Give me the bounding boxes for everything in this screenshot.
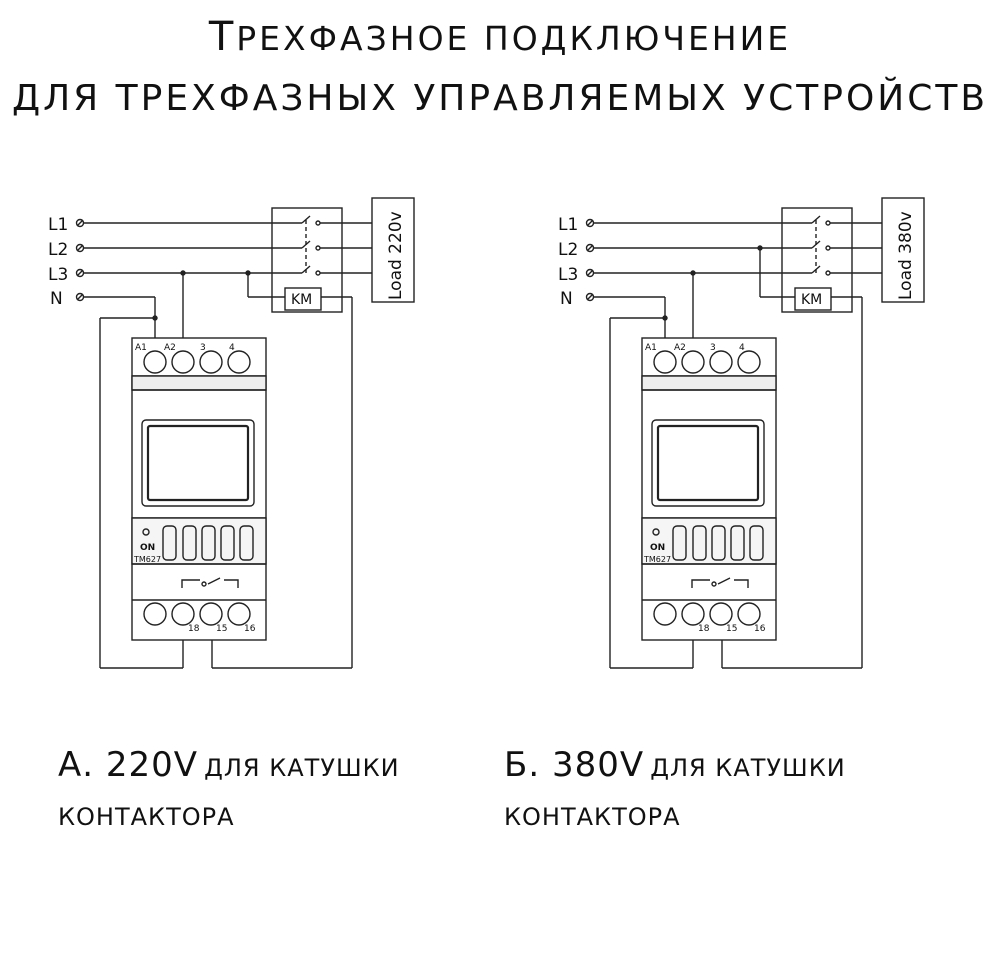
line-label-l3: L3 (48, 265, 68, 285)
km-label: KM (801, 292, 822, 308)
load-label: Load 220v (386, 211, 406, 300)
terminal-3: 3 (710, 343, 716, 353)
terminal-a1: A1 (645, 343, 657, 353)
on-label: ON (650, 543, 665, 553)
terminal-a2: A2 (164, 343, 176, 353)
contactor-contacts (811, 215, 882, 276)
km-coil (794, 287, 832, 311)
page-title-line1: ТРЕХФАЗНОЕ ПОДКЛЮЧЕНИЕ (0, 14, 1000, 60)
device-model: TM627 (643, 555, 671, 564)
line-label-l2: L2 (558, 240, 578, 260)
caption-small: ДЛЯ КАТУШКИ (204, 754, 400, 782)
timer-device (131, 337, 267, 641)
terminal-4: 4 (739, 343, 745, 353)
terminal-15: 15 (216, 624, 227, 634)
load-box (371, 197, 415, 303)
caption-main: Б. 380V (504, 745, 645, 785)
page-title-line2: ДЛЯ ТРЕХФАЗНЫХ УПРАВЛЯЕМЫХ УСТРОЙСТВ (11, 78, 989, 119)
caption-line2: КОНТАКТОРА (58, 803, 235, 831)
line-label-l1: L1 (558, 215, 578, 235)
line-label-n: N (50, 289, 63, 309)
terminal-a1: A1 (135, 343, 147, 353)
km-label: KM (291, 292, 312, 308)
caption-220v: А. 220V ДЛЯ КАТУШКИ КОНТАКТОРА (58, 745, 400, 831)
timer-device (641, 337, 777, 641)
terminal-15: 15 (726, 624, 737, 634)
caption-line2: КОНТАКТОРА (504, 803, 681, 831)
terminal-18: 18 (698, 624, 710, 634)
title-initial: Т (208, 14, 237, 60)
contactor-box (781, 207, 853, 313)
title-rest: РЕХФАЗНОЕ ПОДКЛЮЧЕНИЕ (236, 19, 792, 58)
line-terminal-screws (75, 218, 85, 302)
line-label-l1: L1 (48, 215, 68, 235)
terminal-a2: A2 (674, 343, 686, 353)
caption-380v: Б. 380V ДЛЯ КАТУШКИ КОНТАКТОРА (504, 745, 846, 831)
caption-main: А. 220V (58, 745, 199, 785)
device-model: TM627 (133, 555, 161, 564)
line-label-l2: L2 (48, 240, 68, 260)
contactor-box (271, 207, 343, 313)
line-terminal-screws (585, 218, 595, 302)
diagram-body (585, 197, 925, 669)
terminal-18: 18 (188, 624, 200, 634)
line-label-n: N (560, 289, 573, 309)
diagram-body (75, 197, 415, 669)
load-label: Load 380v (896, 211, 916, 300)
contactor-contacts (301, 215, 372, 276)
wiring-diagram-380v: L1 L2 L3 N Load 380v KM A1 A2 3 4 ON TM6… (558, 197, 925, 669)
terminal-4: 4 (229, 343, 235, 353)
on-label: ON (140, 543, 155, 553)
terminal-16: 16 (754, 624, 766, 634)
caption-small: ДЛЯ КАТУШКИ (650, 754, 846, 782)
wiring-diagram-220v: L1 L2 L3 N Load 220v KM A1 A2 3 4 ON TM6… (48, 197, 415, 669)
terminal-3: 3 (200, 343, 206, 353)
line-label-l3: L3 (558, 265, 578, 285)
terminal-16: 16 (244, 624, 256, 634)
km-coil (284, 287, 322, 311)
load-box (881, 197, 925, 303)
